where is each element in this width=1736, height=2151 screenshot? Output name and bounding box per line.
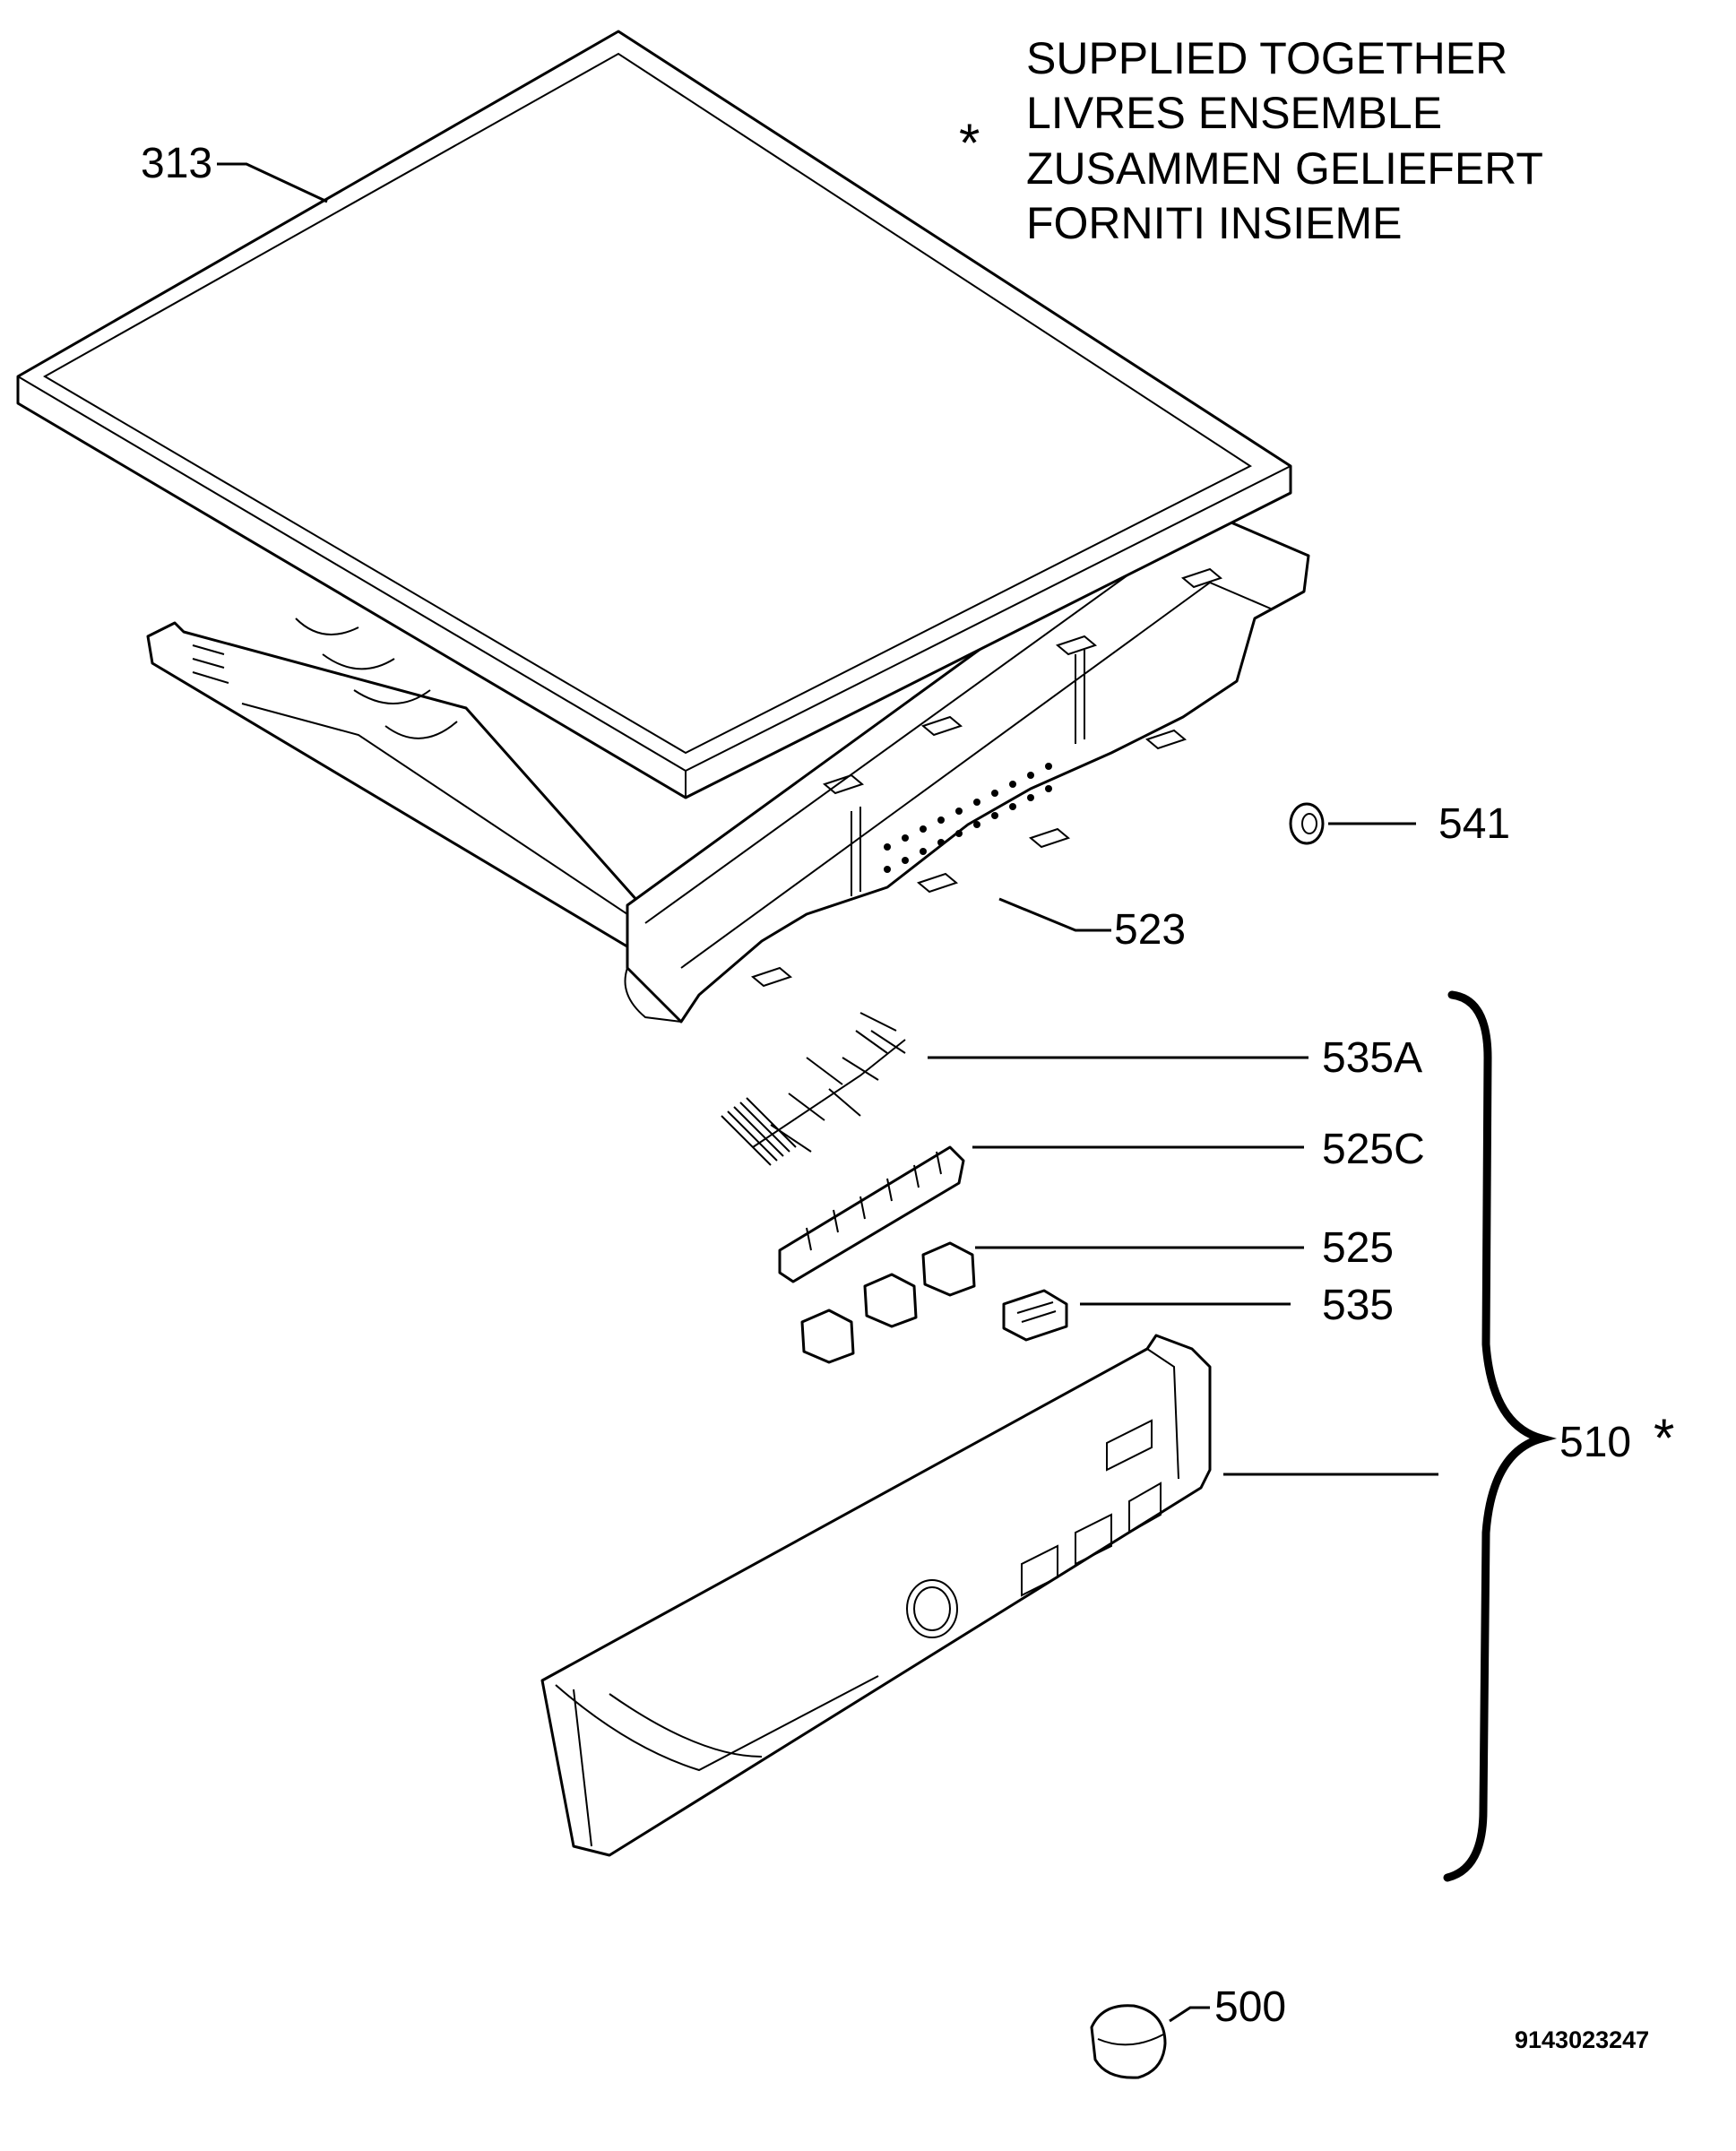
display-part <box>1002 1289 1068 1342</box>
label-525: 525 <box>1322 1224 1394 1272</box>
frame-vent-holes <box>884 763 1052 873</box>
label-535: 535 <box>1322 1282 1394 1329</box>
push-buttons-part <box>800 1241 976 1364</box>
label-541: 541 <box>1438 800 1510 848</box>
top-cover-part <box>16 30 1292 799</box>
label-313: 313 <box>141 140 212 187</box>
grommet-part <box>1289 802 1325 845</box>
control-panel-fascia-part <box>540 1334 1212 1857</box>
button-holder-part <box>778 1145 965 1283</box>
label-500: 500 <box>1214 1983 1286 2031</box>
legend-line-4: FORNITI INSIEME <box>1026 198 1402 248</box>
legend-line-2: LIVRES ENSEMBLE <box>1026 88 1442 138</box>
legend-marker: * <box>959 113 980 173</box>
assembly-510-brace <box>1443 990 1558 1882</box>
legend-line-1: SUPPLIED TOGETHER <box>1026 33 1507 83</box>
label-523: 523 <box>1114 906 1186 954</box>
selector-knob-part <box>1090 2004 1167 2079</box>
leader-lines <box>217 162 1438 2023</box>
label-510-marker: * <box>1654 1408 1674 1468</box>
label-535A: 535A <box>1322 1034 1422 1082</box>
document-number: 9143023247 <box>1515 2026 1649 2053</box>
label-510: 510 <box>1559 1419 1631 1466</box>
label-525C: 525C <box>1322 1126 1425 1173</box>
light-pipes-part <box>721 1012 906 1166</box>
legend: * SUPPLIED TOGETHER LIVRES ENSEMBLE ZUSA… <box>959 33 1543 248</box>
control-panel-frame-part <box>146 500 1310 1024</box>
legend-line-3: ZUSAMMEN GELIEFERT <box>1026 143 1543 194</box>
